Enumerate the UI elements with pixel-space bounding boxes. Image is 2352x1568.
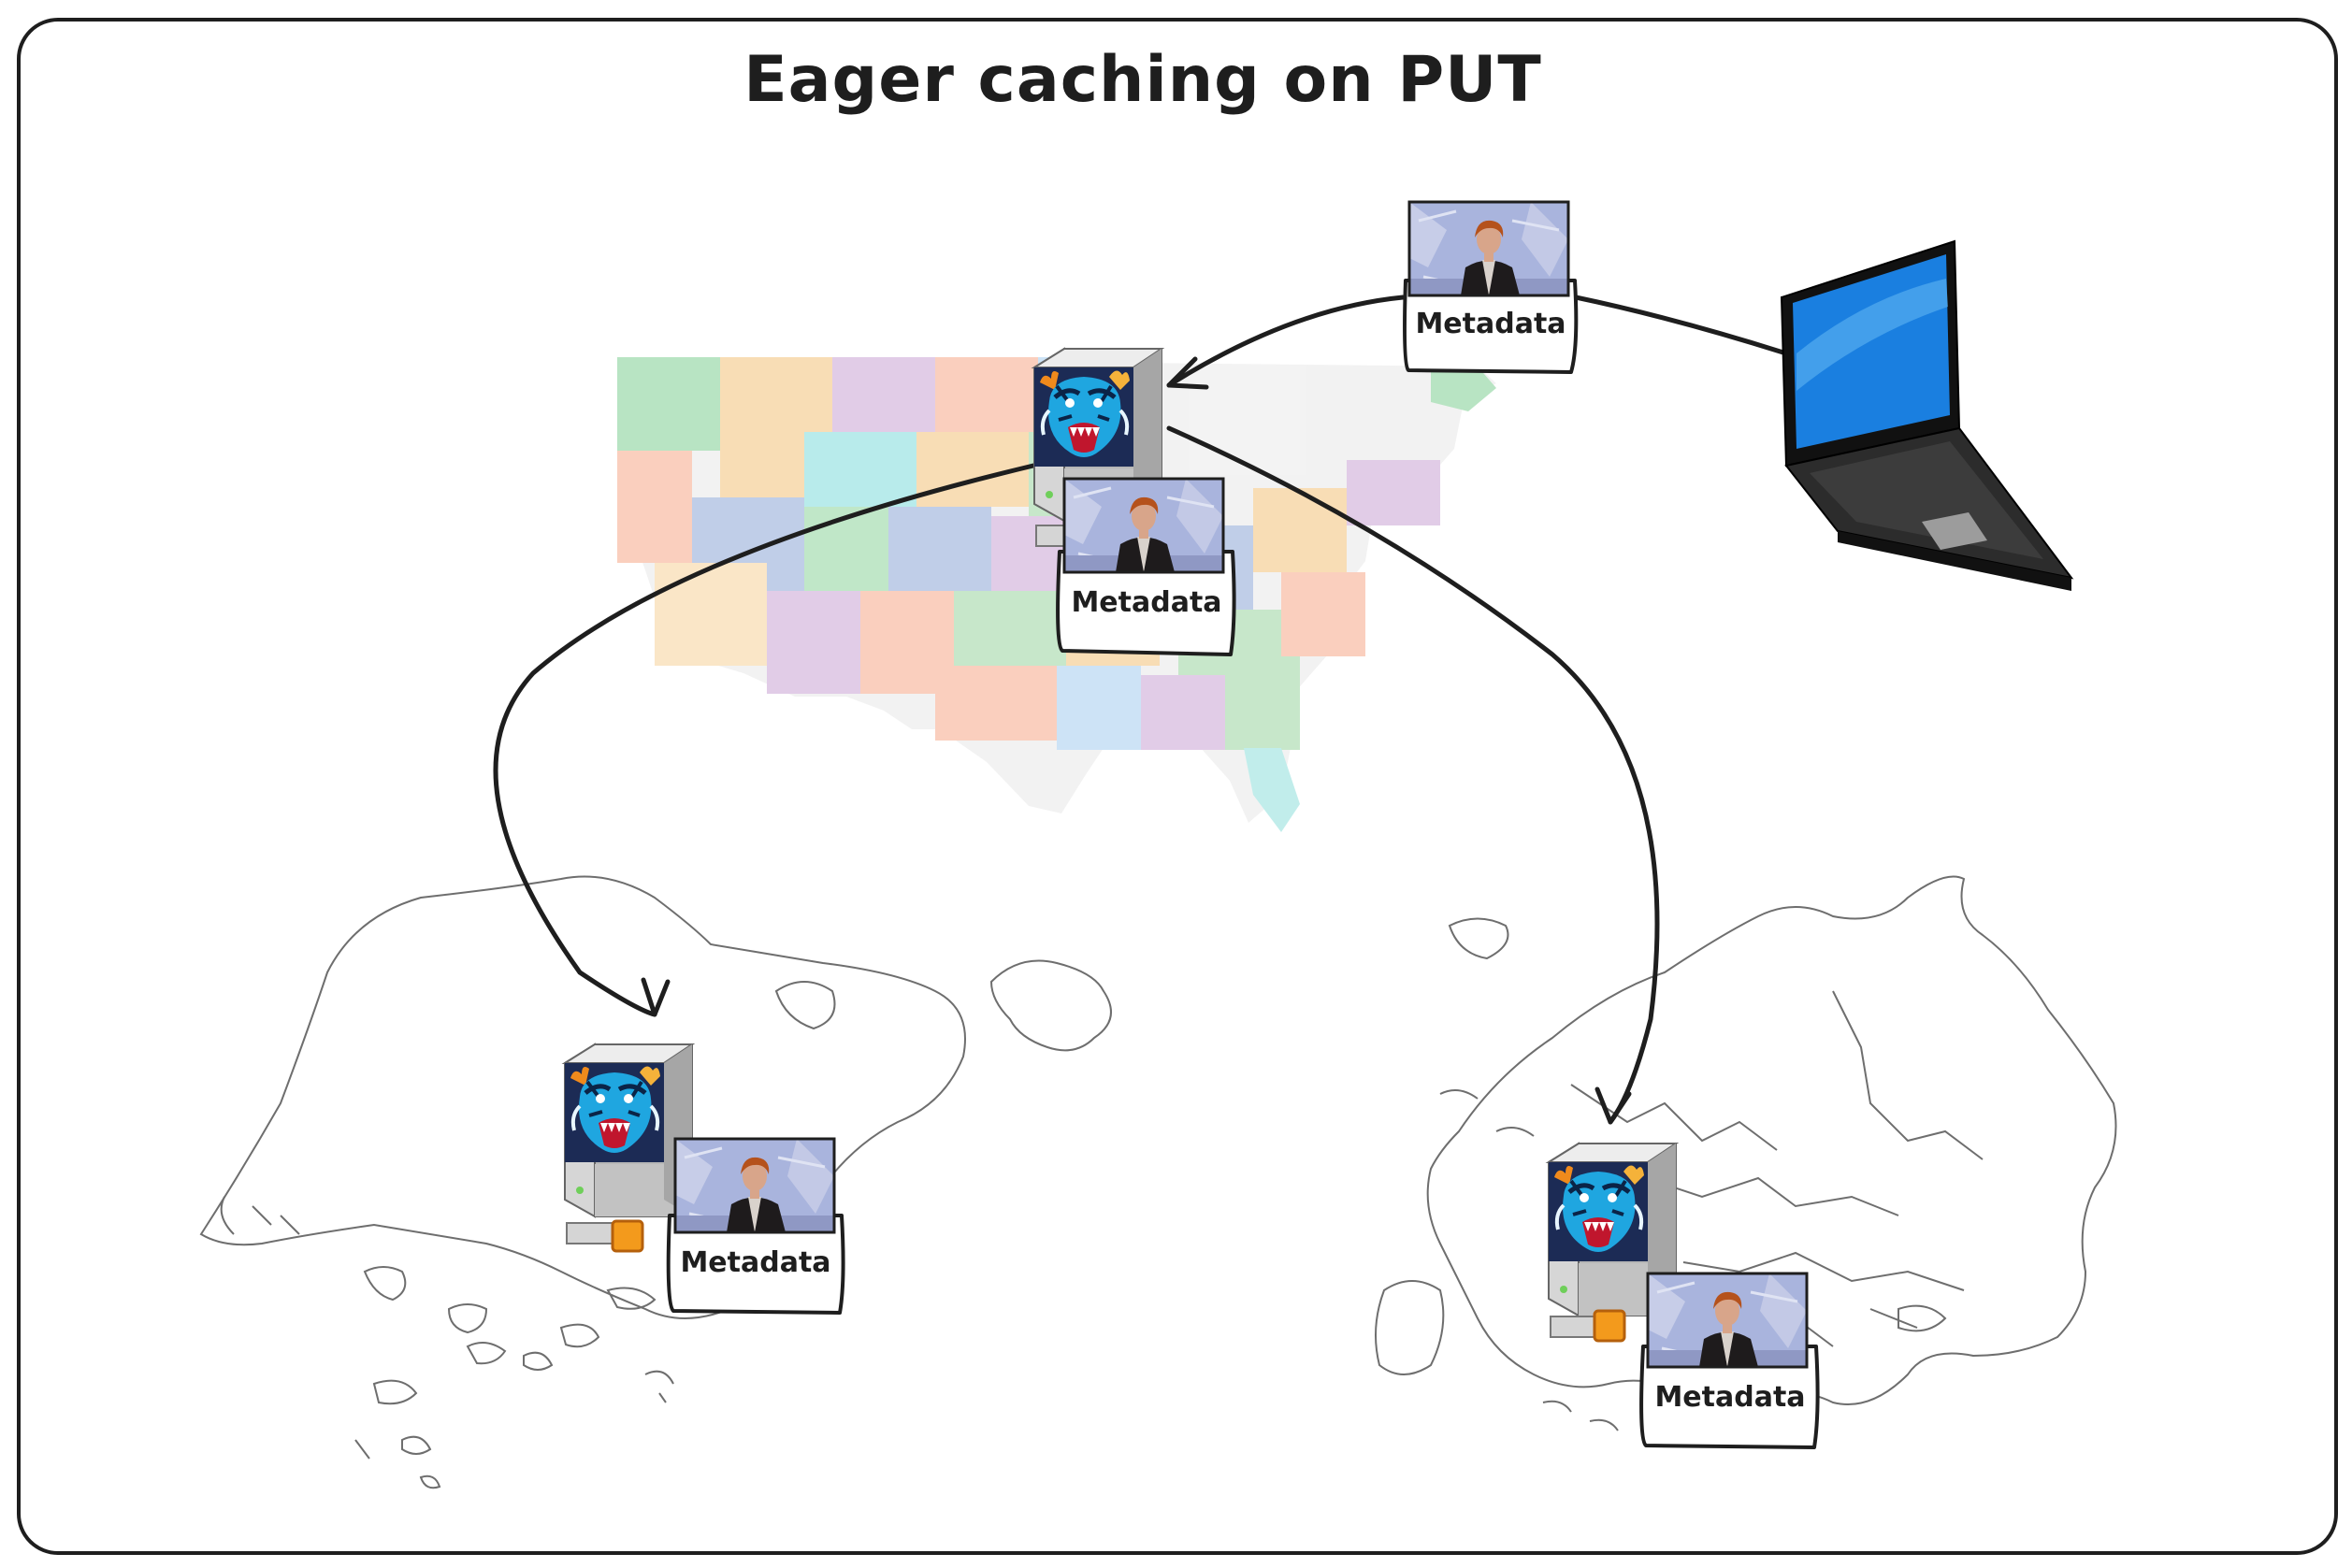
asia-object-photo [675,1139,834,1232]
asia-server [565,1044,692,1253]
europe-object-photo [1648,1273,1807,1367]
us-cached-object: Metadata [1056,477,1236,656]
tiger-server-icon [565,1044,692,1216]
us-to-asia-server-arrow [493,463,1036,1017]
europe-server [1549,1144,1676,1343]
arrowhead-europe-server [1594,1086,1632,1125]
arrowhead-us-server [1166,356,1209,390]
us-to-europe-server-arrow [1166,425,1660,1125]
asia-metadata-label: Metadata [680,1246,830,1279]
diagram-frame [17,18,2338,1555]
object-to-us-server-arrow [1166,295,1406,388]
europe-cached-object: Metadata [1639,1272,1820,1449]
diagram-title: Eager caching on PUT [743,43,1542,117]
connectors [493,295,1789,1125]
object-metadata-label: Metadata [1415,308,1566,340]
us-metadata-label: Metadata [1071,586,1221,619]
us-object-photo [1064,479,1223,572]
arrowhead-asia-server [641,977,671,1017]
europe-metadata-label: Metadata [1654,1381,1805,1414]
object-photo [1409,202,1568,295]
laptop-to-object-line [1573,295,1789,356]
europe-outline-map [1375,875,2117,1431]
object-in-flight: Metadata [1403,200,1579,374]
asia-outline-map [199,875,1112,1489]
asia-cached-object: Metadata [666,1137,845,1315]
laptop-client [1780,239,2074,591]
